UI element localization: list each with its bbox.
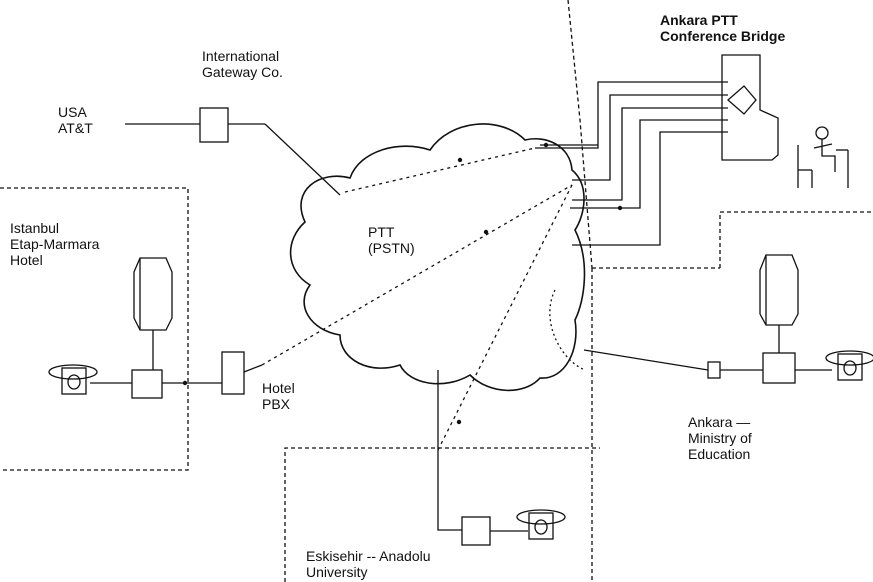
- label-gateway: International Gateway Co.: [202, 48, 283, 80]
- istanbul-codec: [132, 370, 162, 398]
- eskisehir-line-2: University: [306, 564, 431, 580]
- gateway-line-1: International: [202, 48, 283, 64]
- ministry-line-1: Ankara —: [688, 414, 752, 430]
- ankara-ptt-line-2: Conference Bridge: [660, 28, 785, 44]
- gateway-line-2: Gateway Co.: [202, 64, 283, 80]
- ministry-small-box: [708, 362, 720, 378]
- ptt-line-2: (PSTN): [368, 240, 415, 256]
- call-paths: [262, 148, 572, 450]
- istanbul-line-2: Etap-Marmara: [10, 236, 99, 252]
- istanbul-phone: [49, 365, 97, 394]
- hotel-pbx-box: [222, 352, 244, 394]
- ministry-codec: [763, 353, 795, 383]
- hotel-pbx-line-2: PBX: [262, 396, 295, 412]
- gateway-box: [200, 108, 228, 142]
- label-istanbul: Istanbul Etap-Marmara Hotel: [10, 220, 99, 268]
- boundary-ankara-ptt: [568, 0, 873, 582]
- hotel-pbx-line-1: Hotel: [262, 380, 295, 396]
- ankara-ptt-line-1: Ankara PTT: [660, 12, 785, 28]
- label-ankara-ministry: Ankara — Ministry of Education: [688, 414, 752, 462]
- eskisehir-codec: [462, 517, 490, 545]
- ministry-line-3: Education: [688, 446, 752, 462]
- eskisehir-phone: [517, 510, 565, 539]
- pstn-cloud: [291, 124, 585, 390]
- usa-line-1: USA: [58, 104, 93, 120]
- ministry-line-2: Ministry of: [688, 430, 752, 446]
- eskisehir-line-1: Eskisehir -- Anadolu: [306, 548, 431, 564]
- label-ptt-pstn: PTT (PSTN): [368, 224, 415, 256]
- bridge-diamond: [728, 86, 756, 114]
- ptt-line-1: PTT: [368, 224, 415, 240]
- istanbul-line-1: Istanbul: [10, 220, 99, 236]
- label-hotel-pbx: Hotel PBX: [262, 380, 295, 412]
- istanbul-line-3: Hotel: [10, 252, 99, 268]
- label-usa-att: USA AT&T: [58, 104, 93, 136]
- operator-figure: [798, 127, 848, 188]
- usa-line-2: AT&T: [58, 120, 93, 136]
- label-eskisehir: Eskisehir -- Anadolu University: [306, 548, 431, 580]
- bridge-trunks: [535, 82, 728, 245]
- label-ankara-ptt: Ankara PTT Conference Bridge: [660, 12, 785, 44]
- ministry-phone: [826, 351, 873, 380]
